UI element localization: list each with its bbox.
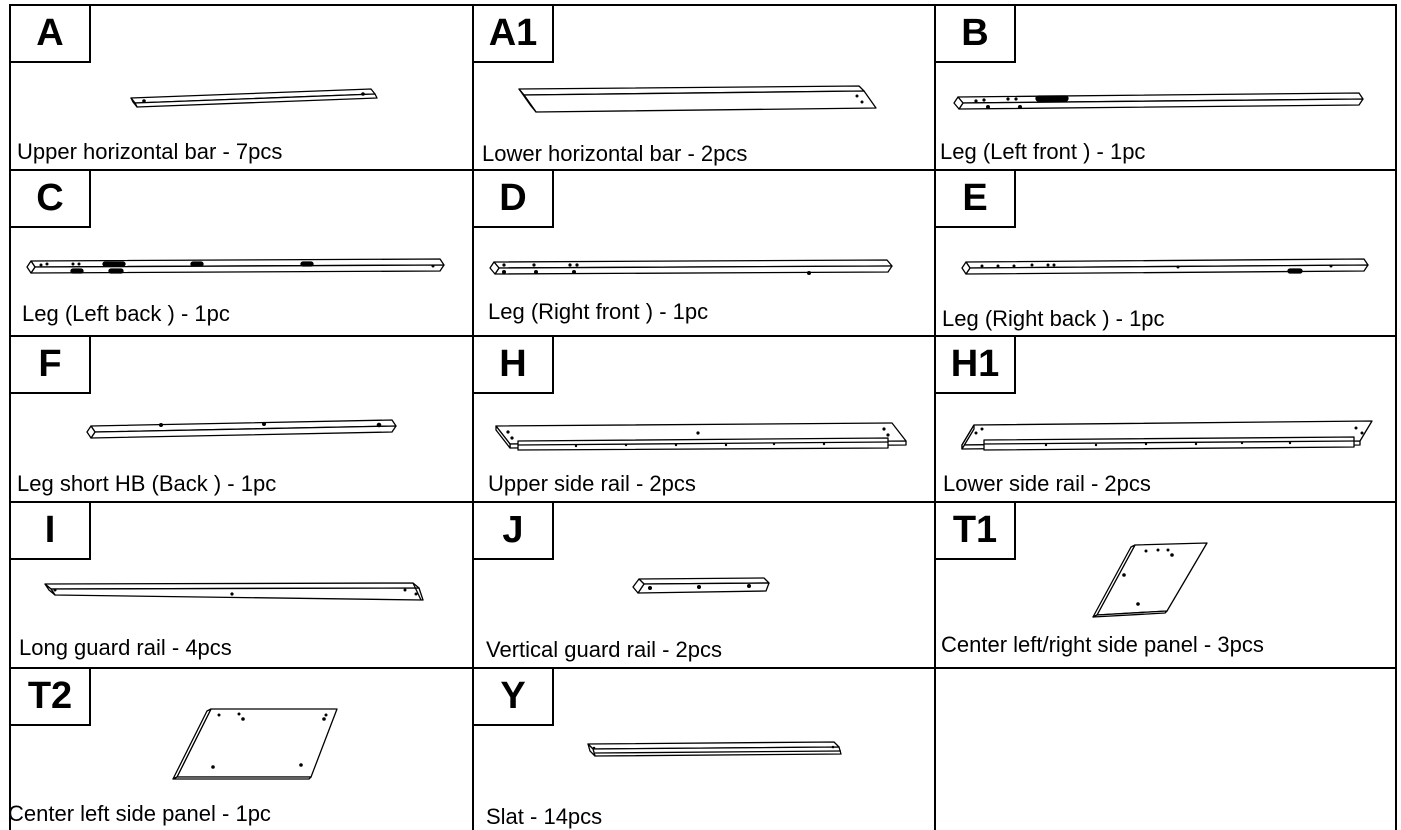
part-letter: D: [499, 177, 527, 219]
part-caption: Leg (Right back ) - 1pc: [942, 306, 1165, 331]
part-label-box: B: [936, 6, 1016, 63]
part-drawing-slat: [587, 741, 842, 757]
part-letter: T1: [952, 509, 998, 551]
part-cell-I: I Long guard rail - 4pcs: [11, 503, 472, 667]
part-drawing-center-left-side-panel: [172, 708, 338, 780]
part-caption: Lower horizontal bar - 2pcs: [482, 141, 748, 166]
part-cell-C: C Leg (Left back ) - 1pc: [11, 171, 472, 335]
part-label-box: A: [11, 6, 91, 63]
part-cell-A: A Upper horizontal bar - 7pcs: [11, 6, 472, 169]
part-label-box: H: [474, 337, 554, 394]
part-letter: Y: [500, 675, 526, 717]
part-drawing-center-left-right-side-panel: [1092, 542, 1208, 618]
part-caption: Leg (Left back ) - 1pc: [22, 301, 230, 326]
part-cell-E: E Leg (Right back ) - 1pc: [936, 171, 1395, 335]
part-letter: C: [36, 177, 64, 219]
part-label-box: I: [11, 503, 91, 560]
part-cell-D: D Leg (Right front ) - 1pc: [474, 171, 934, 335]
part-drawing-leg-short-hb-back: [86, 419, 397, 439]
part-drawing-leg-left-back: [26, 258, 445, 274]
part-label-box: J: [474, 503, 554, 560]
part-letter: A1: [488, 12, 538, 54]
part-label-box: E: [936, 171, 1016, 228]
part-cell-A1: A1 Lower horizontal bar - 2pcs: [474, 6, 934, 169]
part-caption: Center left side panel - 1pc: [8, 801, 271, 826]
part-drawing-leg-left-front: [953, 92, 1364, 110]
part-label-box: D: [474, 171, 554, 228]
part-caption: Center left/right side panel - 3pcs: [941, 632, 1264, 657]
part-label-box: F: [11, 337, 91, 394]
part-letter: A: [36, 12, 64, 54]
part-drawing-lower-horizontal-bar: [518, 85, 877, 113]
part-caption: Upper horizontal bar - 7pcs: [17, 139, 283, 164]
part-letter: H: [499, 343, 527, 385]
part-drawing-vertical-guard-rail: [632, 577, 770, 594]
part-label-box: Y: [474, 669, 554, 726]
part-letter: T2: [27, 675, 73, 717]
part-cell-B: B Leg (Left front ) - 1pc: [936, 6, 1395, 169]
part-drawing-leg-right-front: [489, 259, 893, 275]
part-caption: Leg (Left front ) - 1pc: [940, 139, 1146, 164]
part-drawing-lower-side-rail: [961, 420, 1373, 451]
part-drawing-upper-horizontal-bar: [130, 88, 378, 108]
part-caption: Lower side rail - 2pcs: [943, 471, 1151, 496]
empty-cell: [936, 669, 1395, 830]
part-letter: J: [502, 509, 524, 551]
part-drawing-upper-side-rail: [495, 422, 907, 451]
part-caption: Upper side rail - 2pcs: [488, 471, 696, 496]
part-label-box: T2: [11, 669, 91, 726]
part-cell-T1: T1 Center left/right side panel - 3pcs: [936, 503, 1395, 667]
part-letter: B: [961, 12, 989, 54]
part-label-box: H1: [936, 337, 1016, 394]
part-label-box: A1: [474, 6, 554, 63]
part-letter: I: [44, 509, 56, 551]
part-cell-Y: Y Slat - 14pcs: [474, 669, 934, 830]
part-letter: H1: [950, 343, 1000, 385]
part-cell-F: F Leg short HB (Back ) - 1pc: [11, 337, 472, 501]
part-caption: Slat - 14pcs: [486, 804, 603, 829]
part-cell-H: H Upper side rail - 2pcs: [474, 337, 934, 501]
part-cell-T2: T2 Center left side panel - 1pc: [8, 669, 472, 830]
part-drawing-leg-right-back: [961, 258, 1369, 275]
part-label-box: C: [11, 171, 91, 228]
part-cell-H1: H1 Lower side rail - 2pcs: [936, 337, 1395, 501]
part-caption: Leg short HB (Back ) - 1pc: [17, 471, 277, 496]
part-caption: Long guard rail - 4pcs: [19, 635, 232, 660]
part-letter: F: [38, 343, 62, 385]
part-label-box: T1: [936, 503, 1016, 560]
part-caption: Vertical guard rail - 2pcs: [486, 637, 722, 662]
part-cell-J: J Vertical guard rail - 2pcs: [474, 503, 934, 667]
part-letter: E: [962, 177, 988, 219]
part-caption: Leg (Right front ) - 1pc: [488, 299, 709, 324]
part-drawing-long-guard-rail: [44, 582, 424, 601]
